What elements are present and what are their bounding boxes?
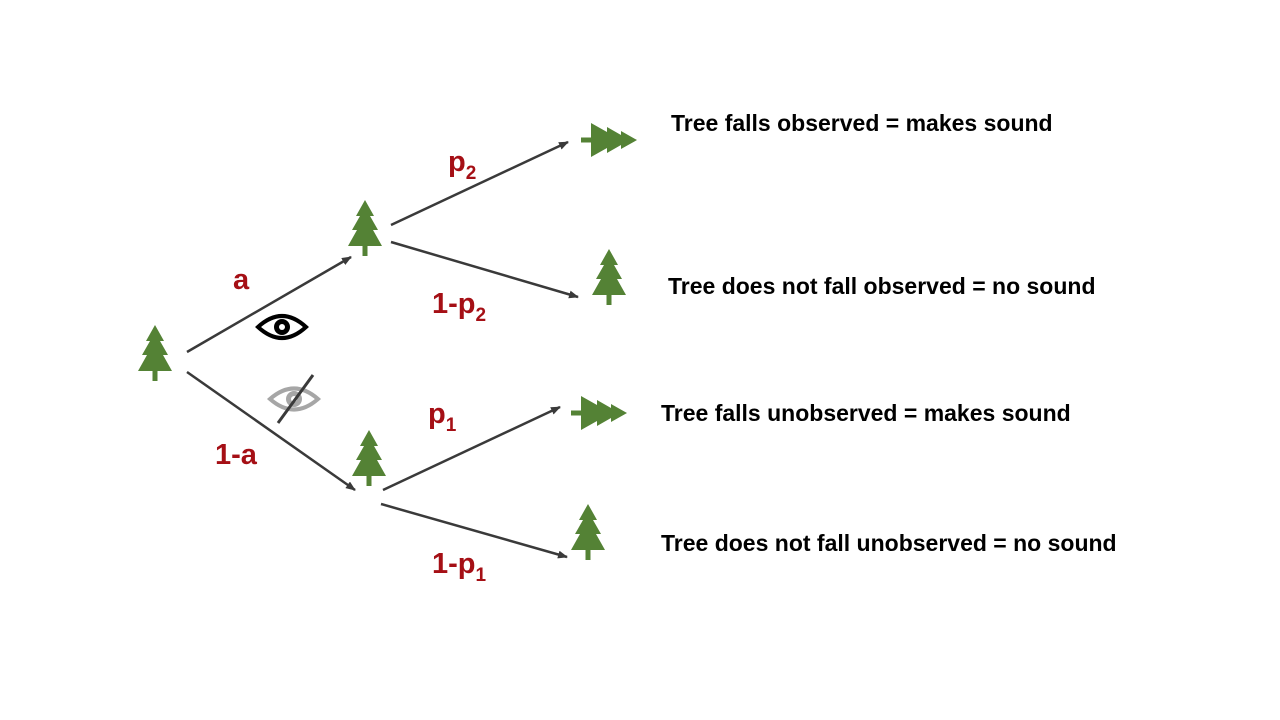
label-p1: p1 — [428, 398, 457, 436]
standing-tree-icon — [592, 249, 626, 305]
eye-icon — [255, 314, 309, 340]
outcome-observed-falls: Tree falls observed = makes sound — [671, 110, 1053, 136]
unobserved-node-tree-icon — [352, 430, 386, 486]
arrow-unobserved-to-falls — [382, 405, 561, 492]
arrow-observed-to-not-falls — [390, 240, 579, 299]
arrow-observed-to-falls — [390, 140, 569, 227]
arrow-unobserved-to-not-falls — [380, 502, 568, 559]
label-1-a: 1-a — [215, 439, 258, 471]
fallen-tree-icon — [571, 396, 627, 430]
outcome-unobserved-falls: Tree falls unobserved = makes sound — [661, 400, 1071, 426]
standing-tree-icon — [571, 504, 605, 560]
label-1-p2: 1-p2 — [432, 288, 486, 326]
arrow-root-to-unobserved — [186, 370, 356, 492]
label-a: a — [233, 264, 250, 296]
outcome-observed-not-falls: Tree does not fall observed = no sound — [668, 273, 1096, 299]
root-tree-icon — [138, 325, 172, 381]
observed-node-tree-icon — [348, 200, 382, 256]
outcome-unobserved-not-falls: Tree does not fall unobserved = no sound — [661, 530, 1117, 556]
eye-slashed-icon — [266, 374, 322, 424]
branch-arrows — [186, 140, 579, 559]
label-1-p1: 1-p1 — [432, 548, 487, 586]
label-p2: p2 — [448, 146, 476, 184]
fallen-tree-icon — [581, 123, 637, 157]
arrow-root-to-observed — [186, 255, 352, 354]
